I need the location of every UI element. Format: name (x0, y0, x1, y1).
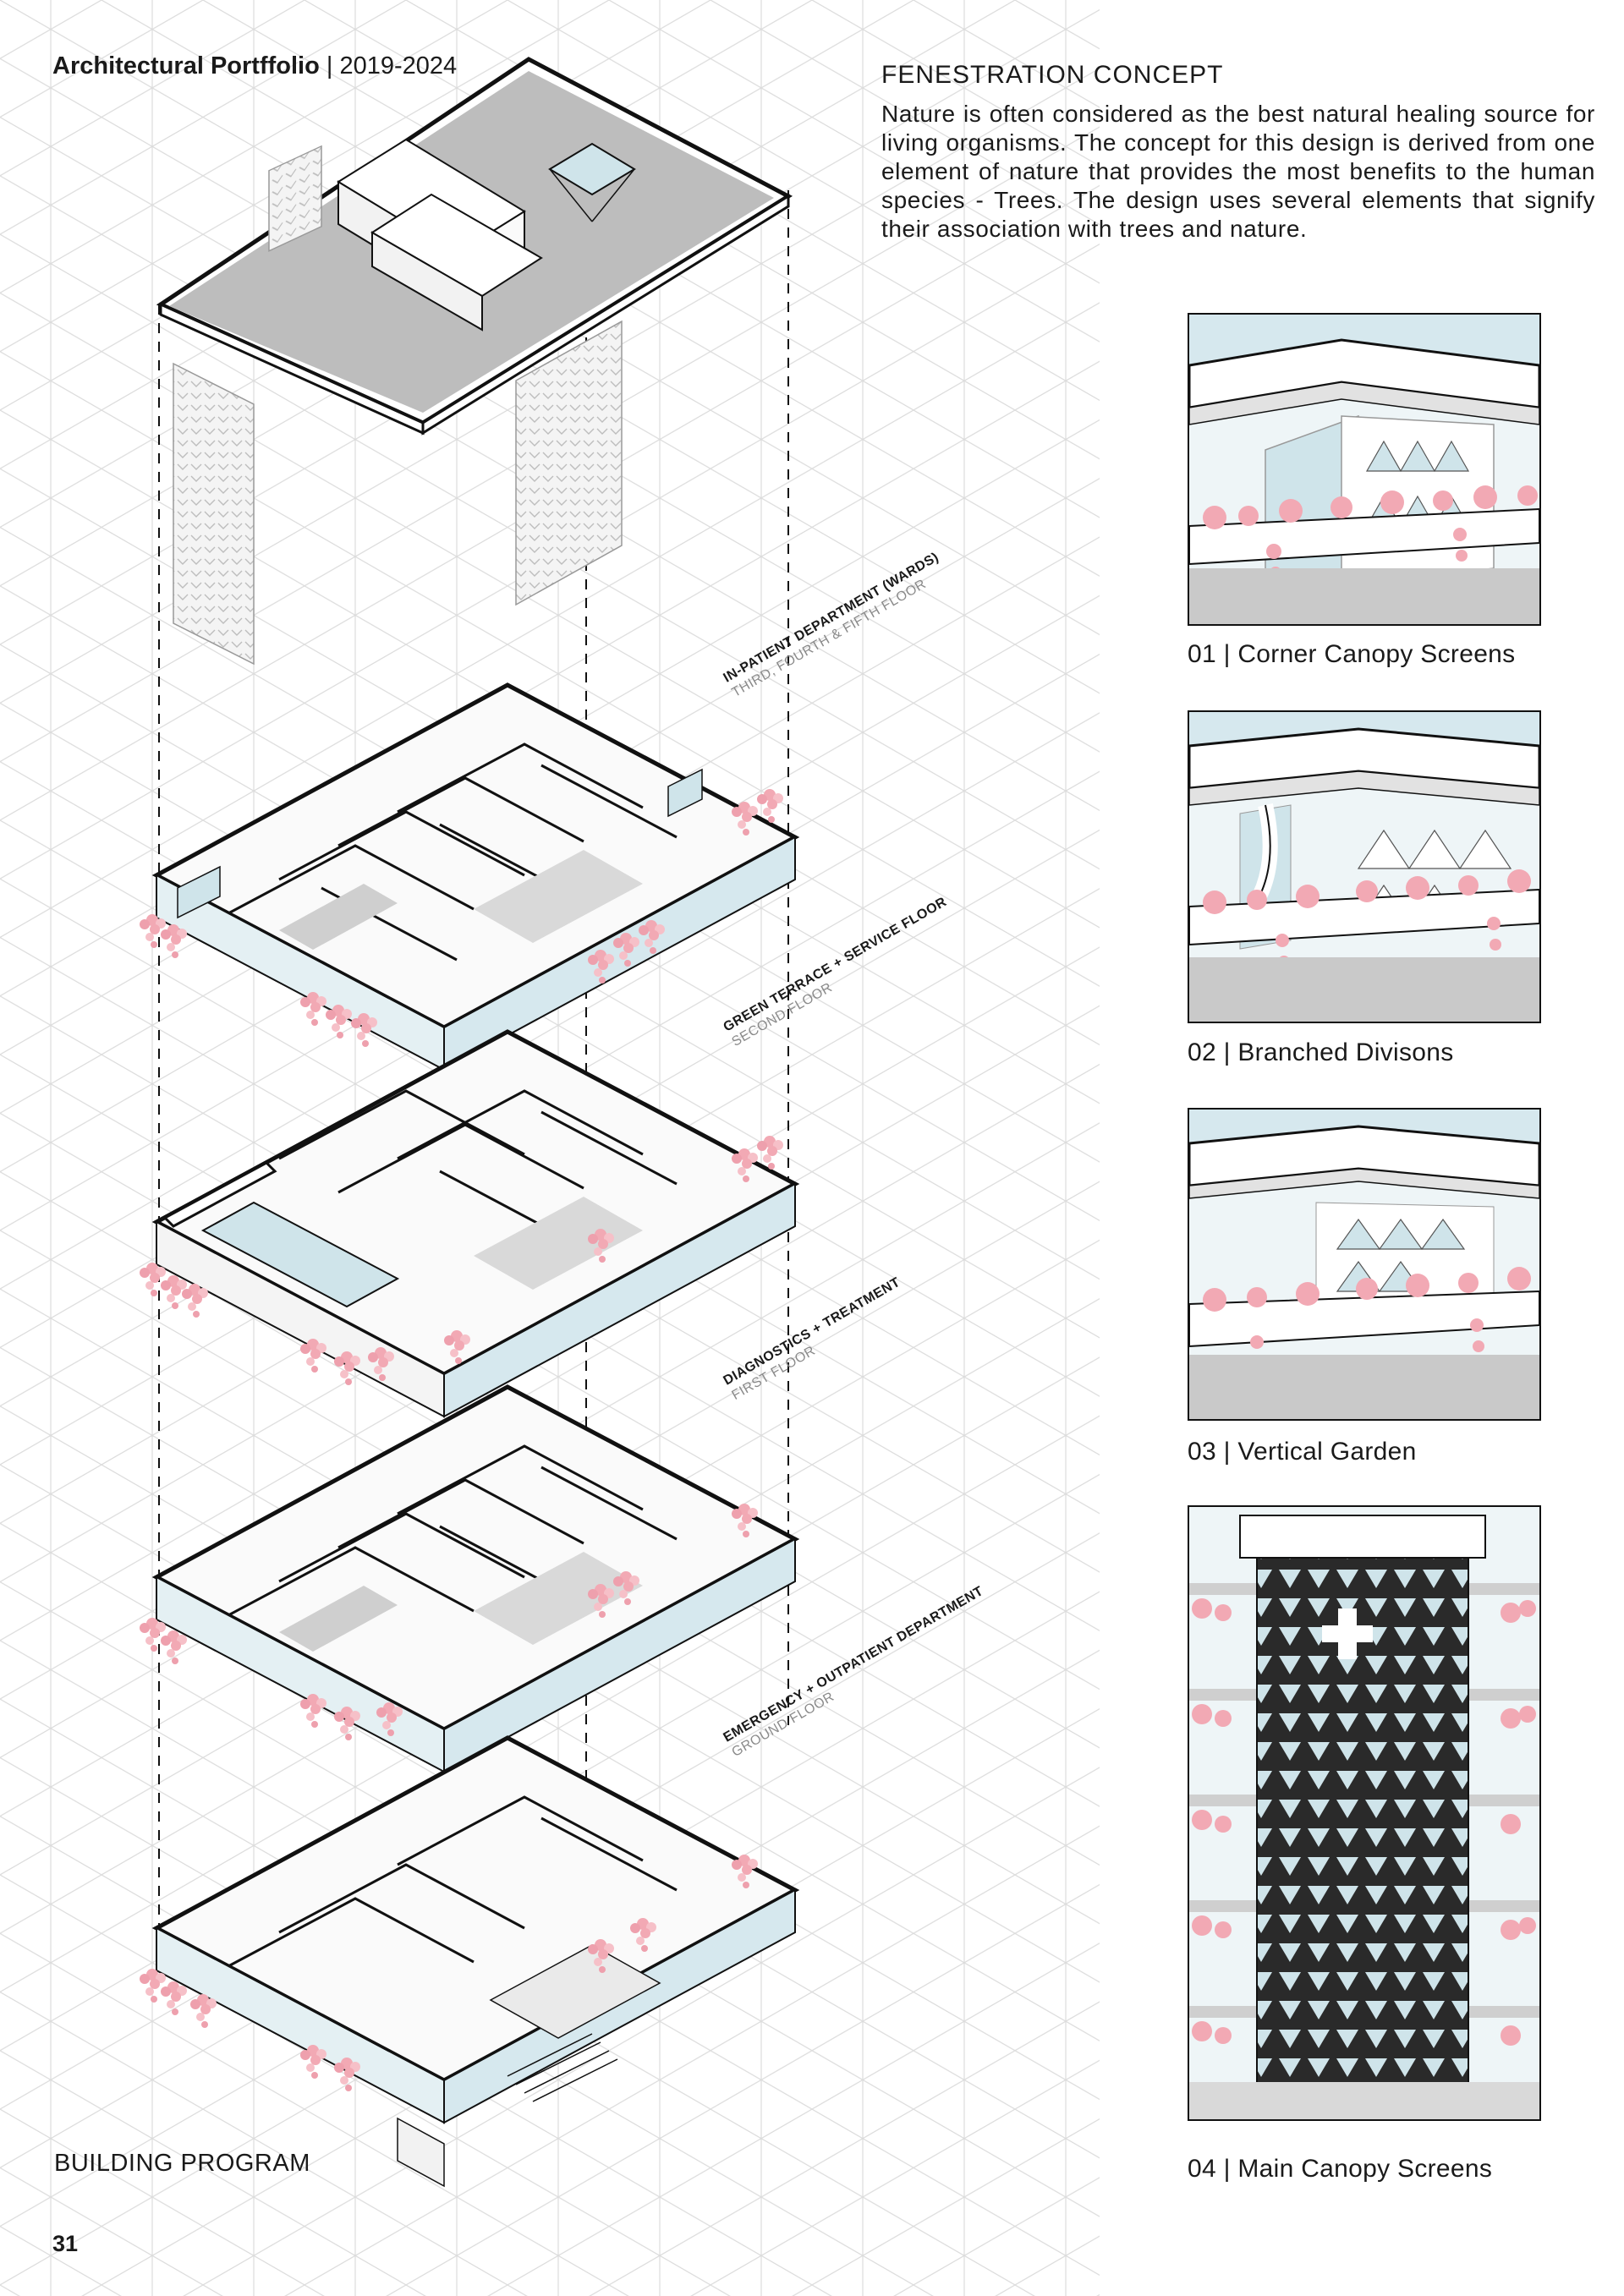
caption-corner-canopy: 01 | Corner Canopy Screens (1188, 640, 1516, 668)
detail-panel-corner-canopy (1188, 313, 1541, 626)
detail-panel-vertical-garden (1188, 1108, 1541, 1421)
exploded-axonometric-drawing (140, 57, 800, 2188)
caption-main-canopy: 04 | Main Canopy Screens (1188, 2155, 1493, 2183)
detail-panel-branched-divisions (1188, 710, 1541, 1023)
concept-title: FENESTRATION CONCEPT (881, 61, 1224, 89)
roof-level (156, 57, 793, 436)
header-separator: | (319, 52, 340, 79)
floor-plate-wards (151, 682, 800, 1071)
canopy-screen-left (173, 362, 255, 666)
detail-panel-main-canopy (1188, 1505, 1541, 2121)
portfolio-title: Architectural Portffolio (52, 52, 320, 79)
canopy-screen-right (515, 320, 623, 606)
portfolio-header: Architectural Portffolio | 2019-2024 (52, 52, 457, 80)
section-title-building-program: BUILDING PROGRAM (54, 2150, 310, 2177)
floor-plate-terrace (151, 1029, 800, 1418)
page-number: 31 (52, 2231, 79, 2256)
floor-plate-diagnostics (151, 1384, 800, 1773)
portfolio-years: 2019-2024 (339, 52, 458, 79)
floor-plate-emergency (151, 1735, 800, 2188)
caption-branched-divisions: 02 | Branched Divisons (1188, 1038, 1454, 1066)
concept-body: Nature is often considered as the best n… (881, 101, 1595, 242)
caption-vertical-garden: 03 | Vertical Garden (1188, 1438, 1417, 1466)
